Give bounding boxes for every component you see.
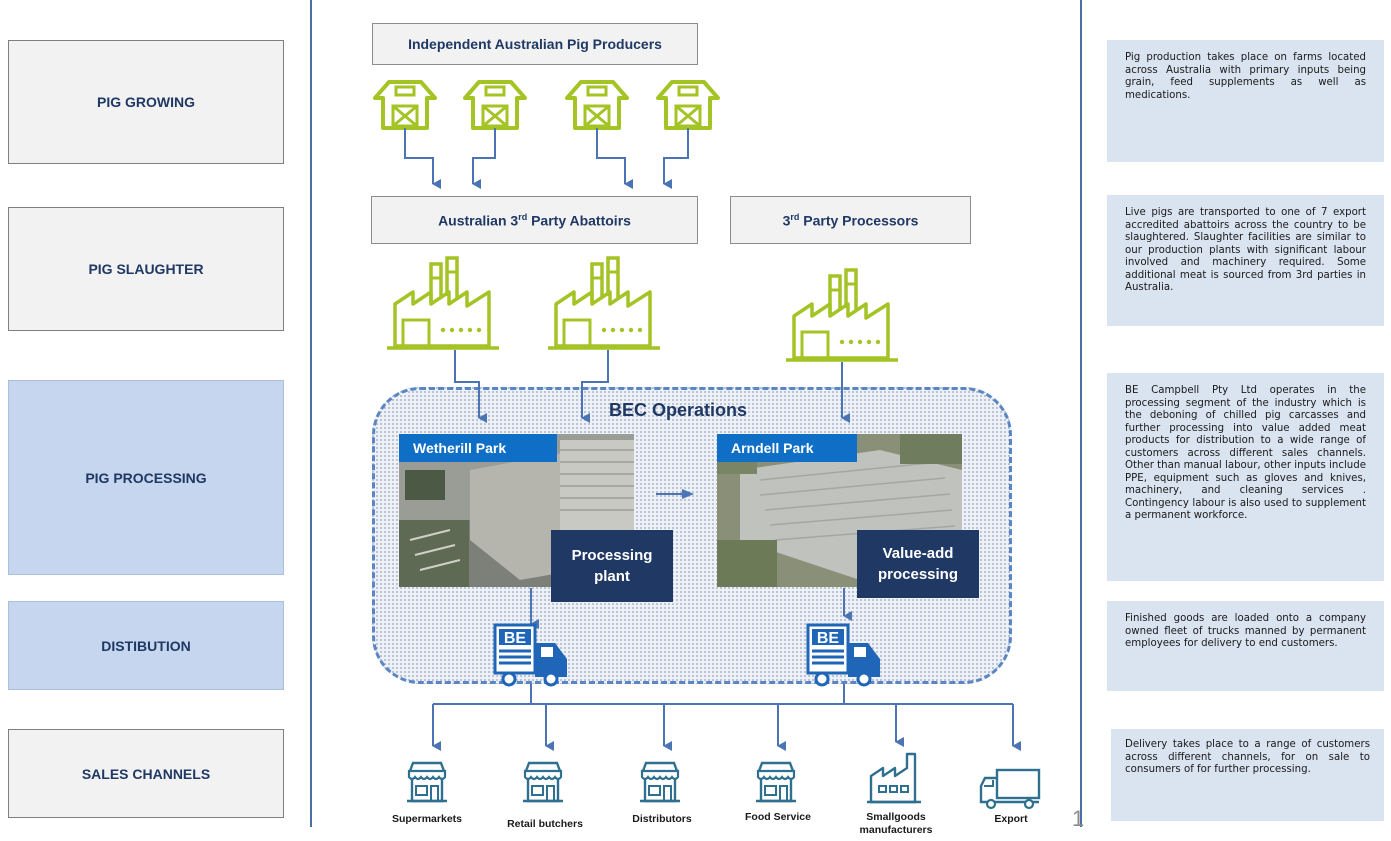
stage-label: PIG SLAUGHTER (88, 261, 204, 277)
delivery-truck-icon: BE (806, 623, 880, 687)
channel-label-smallgoods: Smallgoods manufacturers (859, 811, 933, 836)
stage-label: PIG GROWING (97, 94, 195, 110)
truck-icon (979, 768, 1041, 810)
value-add-processing-text: Value-add processing (877, 545, 959, 583)
processors-label: 3rd Party Processors (782, 211, 919, 229)
stage-label: SALES CHANNELS (81, 765, 211, 782)
producers-label: Independent Australian Pig Producers (408, 36, 662, 52)
delivery-truck-icon: BE (493, 623, 567, 687)
abattoir-factory-icon (546, 256, 662, 350)
description-distribution: Finished goods are loaded onto a company… (1107, 601, 1384, 691)
farm-icon (463, 80, 527, 130)
channel-label-retail-butchers: Retail butchers (507, 818, 583, 830)
description-slaughter: Live pigs are transported to one of 7 ex… (1107, 195, 1384, 326)
store-icon (638, 761, 682, 803)
store-icon (405, 761, 449, 803)
svg-text:BE: BE (817, 630, 840, 647)
producers-box: Independent Australian Pig Producers (372, 23, 698, 65)
site-label-wetherill-park: Wetherill Park (399, 434, 557, 462)
abattoir-factory-icon (385, 256, 501, 350)
factory-icon (867, 752, 921, 804)
description-growing: Pig production takes place on farms loca… (1107, 40, 1384, 162)
farm-icon (565, 80, 629, 130)
processors-box: 3rd Party Processors (730, 196, 971, 244)
channel-label-distributors: Distributors (632, 813, 692, 825)
stage-distribution: DISTIBUTION (8, 601, 284, 690)
bec-operations-title: BEC Operations (609, 400, 748, 420)
store-icon (521, 761, 565, 803)
abattoirs-label: Australian 3rd Party Abattoirs (438, 211, 631, 229)
stage-label: DISTIBUTION (101, 637, 191, 654)
processor-factory-icon (784, 268, 900, 362)
description-processing: BE Campbell Pty Ltd operates in the proc… (1107, 373, 1384, 581)
stage-sales-channels: SALES CHANNELS (8, 729, 284, 818)
farm-icon (373, 80, 437, 130)
svg-text:BE: BE (504, 630, 527, 647)
processing-plant-label: Processing plant (551, 530, 673, 602)
stage-pig-growing: PIG GROWING (8, 40, 284, 164)
value-add-processing-label: Value-add processing (857, 530, 979, 598)
stage-label: PIG PROCESSING (85, 469, 207, 486)
store-icon (754, 761, 798, 803)
stage-pig-processing: PIG PROCESSING (8, 380, 284, 575)
description-sales: Delivery takes place to a range of custo… (1111, 729, 1384, 821)
farm-icon (656, 80, 720, 130)
site-label-arndell-park: Arndell Park (717, 434, 857, 462)
right-divider (1080, 0, 1082, 827)
abattoirs-box: Australian 3rd Party Abattoirs (371, 196, 698, 244)
channel-label-food-service: Food Service (745, 811, 811, 823)
stage-pig-slaughter: PIG SLAUGHTER (8, 207, 284, 331)
processing-plant-text: Processing plant (571, 547, 653, 585)
channel-label-supermarkets: Supermarkets (391, 813, 463, 825)
left-divider (310, 0, 312, 827)
channel-label-export: Export (994, 813, 1028, 825)
page-number: 1 (1072, 806, 1085, 831)
